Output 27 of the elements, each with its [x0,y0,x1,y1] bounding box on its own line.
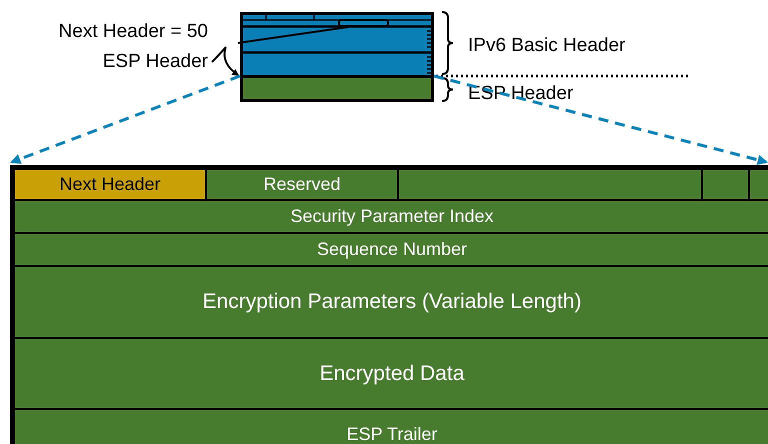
field-cell [13,408,768,444]
field-label: Sequence Number [316,240,468,260]
next-header-field [338,19,389,27]
expansion-arrow [10,74,241,164]
field-cell [13,232,768,267]
annotation-label: IPv6 Basic Header [468,36,626,57]
field-cell [13,265,768,339]
field-label: Reserved [263,174,341,194]
field-label: Next Header [59,174,161,194]
field-label: Security Parameter Index [290,206,494,226]
field-cell [13,168,207,201]
callout-text: ESP Header [102,52,208,72]
esp-header-table [10,165,768,444]
field-cell [701,168,750,201]
callout-text: Next Header = 50 [58,22,208,42]
field-cell [397,168,703,201]
field-cell [13,199,768,234]
field-label: Encryption Parameters (Variable Length) [202,290,582,314]
field-cell [748,168,768,201]
field-cell [205,168,399,201]
arrow [211,47,240,76]
field-cell [13,337,768,410]
field-label: ESP Trailer [346,425,438,444]
leader-line [238,26,348,44]
esp-header-block [240,75,434,102]
field-label: Encrypted Data [320,362,464,386]
expansion-arrow [434,74,768,165]
